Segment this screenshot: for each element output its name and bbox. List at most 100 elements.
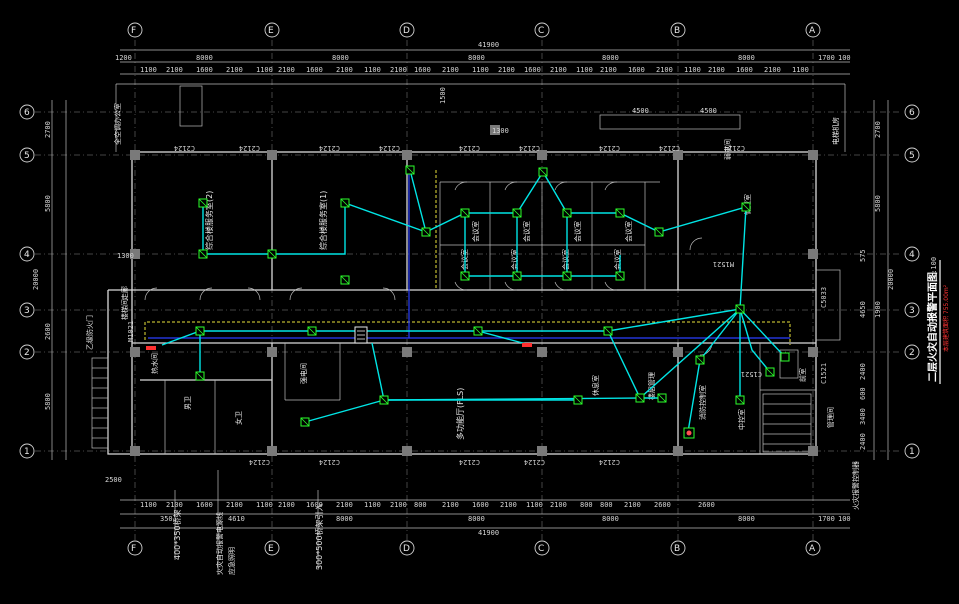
svg-text:2100: 2100 [656,66,673,74]
svg-text:C5033: C5033 [820,287,828,308]
room-label: 楼层管理 [647,372,656,400]
svg-text:2700: 2700 [44,121,52,138]
svg-text:1300: 1300 [117,252,134,260]
axis-label: 2 [909,348,915,358]
axis-label: B [674,544,680,554]
svg-text:1700: 1700 [818,54,835,62]
svg-text:2100: 2100 [336,501,353,509]
room-label: 会议室 [573,221,582,242]
svg-text:1100: 1100 [364,66,381,74]
smoke-detector-icon [615,208,625,218]
smoke-detector-icon [405,165,415,175]
annotations: 400*350桥架 火灾自动报警电源线 应急照明 300*500桥架引入 火灾报… [85,315,860,575]
svg-text:1100: 1100 [576,66,593,74]
svg-text:1600: 1600 [306,66,323,74]
room-label: 会议室 [522,221,531,242]
smoke-detector-icon [421,227,431,237]
svg-text:1600: 1600 [628,66,645,74]
smoke-detector-icon [735,304,745,314]
smoke-detector-icon [603,326,613,336]
svg-text:C2124: C2124 [249,458,270,466]
svg-text:2100: 2100 [166,501,183,509]
svg-text:2100: 2100 [226,66,243,74]
room-label: 走廊 [120,286,129,300]
axis-bubbles-bottom: F E D C B A [127,540,821,556]
svg-text:2100: 2100 [442,501,459,509]
svg-text:2600: 2600 [44,323,52,340]
axis-label: 6 [909,108,915,118]
room-labels: 综合楼服务室(2) 综合楼服务室(1) 会议室 会议室 会议室 会议室 会议室 … [113,103,840,440]
annotation: 400*350桥架 [172,509,182,560]
annotation: 300*500桥架引入 [314,503,324,570]
svg-text:1100: 1100 [256,501,273,509]
svg-text:4650: 4650 [859,301,867,318]
smoke-detector-icon [562,271,572,281]
svg-text:1600: 1600 [306,501,323,509]
svg-text:1700: 1700 [818,515,835,523]
svg-text:2600: 2600 [698,501,715,509]
annotation: 火灾自动报警电源线 [215,512,224,575]
smoke-detector-icon [741,202,751,212]
smoke-detector-icon [654,227,664,237]
svg-text:2600: 2600 [654,501,671,509]
svg-text:C1521: C1521 [820,363,828,384]
svg-text:8000: 8000 [602,54,619,62]
svg-text:8000: 8000 [468,515,485,523]
room-label: 强电间 [299,363,308,384]
axis-grid [35,40,900,555]
svg-text:1600: 1600 [524,66,541,74]
window-tags: C2124 C2124 C2124 C2124 C2124 C2124 C212… [174,144,745,466]
room-label: 休息室 [591,375,600,396]
smoke-detector-icon [765,367,775,377]
axis-label: A [809,544,816,554]
svg-text:20000: 20000 [887,269,895,290]
svg-text:2400: 2400 [859,433,867,450]
signal-bus [144,170,791,345]
axis-label: D [403,544,410,554]
svg-text:1600: 1600 [736,66,753,74]
svg-text:4500: 4500 [700,107,717,115]
area-note: 本层建筑面积 755.00m² [942,284,950,352]
manual-alarm-icon [780,352,790,362]
smoke-detector-icon [473,326,483,336]
svg-text:2100: 2100 [500,501,517,509]
svg-text:C2124: C2124 [724,144,745,152]
svg-text:C2124: C2124 [459,144,480,152]
axis-label: D [403,26,410,36]
room-label: 电梯机房 [831,117,840,145]
svg-text:1100: 1100 [364,501,381,509]
axis-label: F [131,26,136,36]
overall-dimension: 41900 [478,529,499,537]
interior-dimensions: 1500 1300 4500 4500 1300 [117,87,717,260]
smoke-detector-icon [460,208,470,218]
door-tags: M1521 M1021 C5033 C1521 C1521 [127,260,828,384]
dimensions-bottom: 1100 2100 1600 2100 1100 2100 1600 2100 … [105,476,851,537]
room-label: 管理间 [826,407,835,428]
svg-text:8000: 8000 [738,515,755,523]
annotation: 火灾报警控制器 [851,461,860,510]
axis-bubbles-right: 6 5 4 3 2 1 [904,104,920,459]
room-label: 综合楼服务室(1) [318,191,328,250]
room-label: 热水间 [150,353,159,374]
smoke-detector-icon [635,393,645,403]
smoke-detector-icon [195,371,205,381]
smoke-detector-icon [657,393,667,403]
svg-text:8000: 8000 [738,54,755,62]
smoke-detector-icon [195,326,205,336]
svg-text:20000: 20000 [32,269,40,290]
svg-text:2100: 2100 [166,66,183,74]
axis-label: 2 [24,348,30,358]
svg-text:5800: 5800 [44,195,52,212]
smoke-detector-icon [267,249,277,259]
svg-text:2100: 2100 [390,66,407,74]
svg-text:2100: 2100 [390,501,407,509]
svg-text:2100: 2100 [600,66,617,74]
smoke-detector-icon [538,167,548,177]
axis-label: 5 [24,151,30,161]
smoke-detector-icon [460,271,470,281]
room-label: 楼梯间 [120,299,129,320]
axis-label: 3 [24,306,30,316]
axis-label: 5 [909,151,915,161]
title-block: 二层火灾自动报警平面图 1:100 本层建筑面积 755.00m² [926,257,950,384]
alarm-wiring [161,169,786,433]
